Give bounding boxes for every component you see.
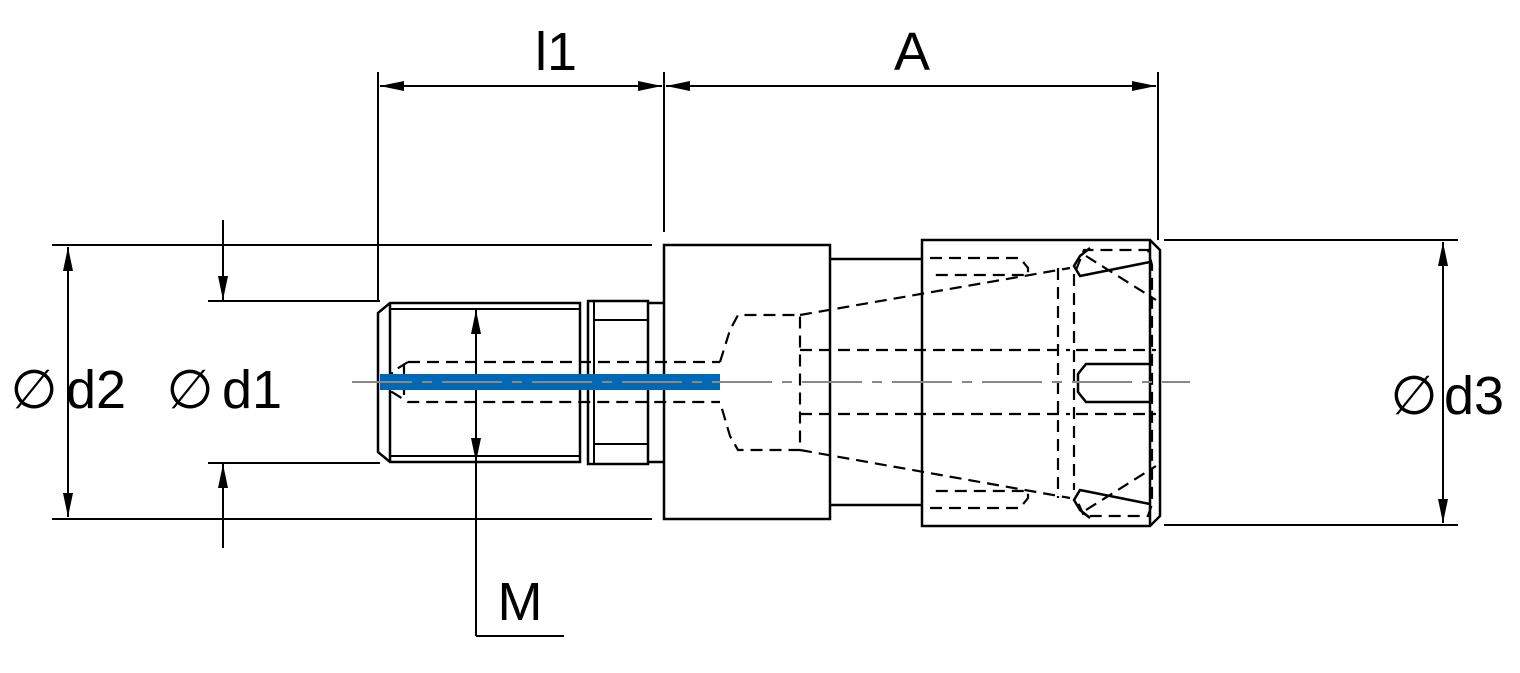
diameter-symbol-d3: ∅ [1390, 364, 1437, 427]
hidden-collet-cone-top [1085, 255, 1157, 301]
diameter-symbol-d1: ∅ [166, 358, 213, 421]
hidden-collet-outline [1074, 248, 1154, 518]
dimension-a: A [666, 22, 1159, 240]
collet-jaw-bottom [1072, 488, 1151, 519]
hidden-nut-thread-top [930, 256, 1030, 277]
dimension-d3: ∅ d3 [1164, 239, 1504, 526]
hidden-collet-slot [1076, 348, 1156, 416]
hidden-collet-cone-bottom [1085, 465, 1157, 511]
neck [830, 257, 922, 507]
hidden-pocket [718, 313, 802, 452]
label-l1: l1 [535, 22, 577, 82]
diameter-symbol-d2: ∅ [10, 358, 57, 421]
label-d3: d3 [1444, 366, 1504, 426]
collet-jaw-top [1072, 247, 1151, 278]
dimension-d1: ∅ d1 [166, 220, 380, 548]
hidden-nut-thread-bottom [930, 489, 1030, 510]
dimension-m: M [471, 310, 564, 637]
label-a: A [894, 22, 930, 82]
dimension-d2: ∅ d2 [10, 244, 652, 520]
label-d2: d2 [66, 360, 126, 420]
hidden-taper-bottom [799, 448, 1071, 500]
dimension-l1: l1 [377, 22, 665, 300]
label-d1: d1 [222, 360, 282, 420]
hidden-bore-lower [390, 361, 720, 404]
label-m: M [498, 572, 543, 632]
hidden-taper-top [799, 266, 1071, 317]
threaded-shank [376, 299, 664, 466]
shank-neck [648, 301, 664, 464]
